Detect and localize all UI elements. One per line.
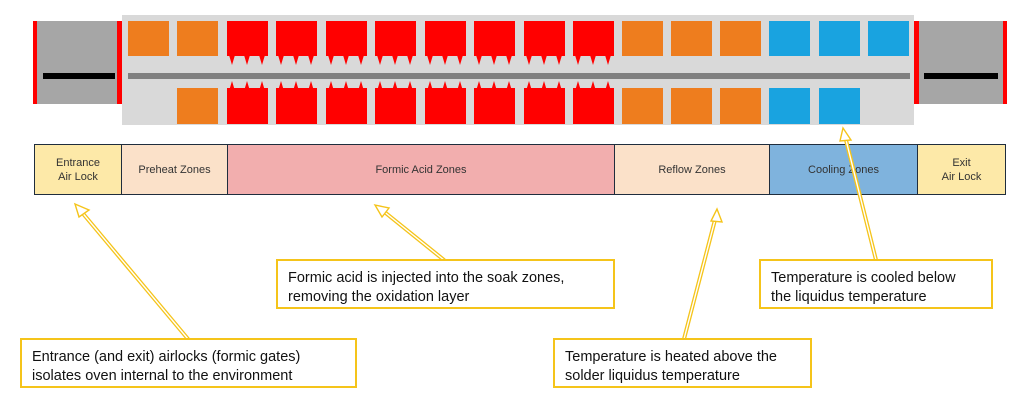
formic-injection-arrows-up (278, 81, 314, 91)
formic-injection-arrows-up (526, 81, 562, 91)
cooling-unit-top (819, 21, 860, 56)
arrowhead-airlock (73, 202, 91, 219)
preheat-heater-top (128, 21, 169, 56)
preheat-heater-bottom (177, 88, 218, 124)
cooling-unit-bottom (769, 88, 810, 124)
callout-airlock-line1: Entrance (and exit) airlocks (formic gat… (32, 349, 301, 365)
formic-injection-arrows-down (476, 55, 512, 65)
callout-cooling-line2: the liquidus temperature (771, 289, 927, 305)
zone-exit-air-lock: Exit Air Lock (917, 144, 1006, 195)
callout-reflow-line2: solder liquidus temperature (565, 368, 740, 384)
callout-formic-line2: removing the oxidation layer (288, 289, 470, 305)
exit-air-lock-chamber (919, 21, 1003, 104)
entrance-conveyor-bar (43, 73, 115, 79)
entrance-air-lock-chamber (37, 21, 117, 104)
formic-injection-arrows-down (377, 55, 413, 65)
formic-heater-top (227, 21, 268, 56)
formic-injection-arrows-down (575, 55, 611, 65)
formic-heater-top (425, 21, 466, 56)
cooling-unit-top (769, 21, 810, 56)
cooling-unit-bottom (819, 88, 860, 124)
reflow-heater-bottom (720, 88, 761, 124)
formic-heater-bottom (573, 88, 614, 124)
formic-injection-arrows-up (328, 81, 364, 91)
formic-heater-bottom (425, 88, 466, 124)
formic-heater-top (276, 21, 317, 56)
callout-reflow-line1: Temperature is heated above the (565, 349, 777, 365)
callout-airlock-line2: isolates oven internal to the environmen… (32, 368, 293, 384)
formic-heater-bottom (326, 88, 367, 124)
formic-heater-top (573, 21, 614, 56)
formic-injection-arrows-up (427, 81, 463, 91)
formic-injection-arrows-up (476, 81, 512, 91)
formic-injection-arrows-down (278, 55, 314, 65)
oven-diagram (0, 0, 1024, 130)
formic-injection-arrows-up (575, 81, 611, 91)
reflow-heater-bottom (622, 88, 663, 124)
formic-heater-top (524, 21, 565, 56)
formic-injection-arrows-down (526, 55, 562, 65)
formic-heater-bottom (276, 88, 317, 124)
exit-gate (914, 21, 919, 104)
formic-heater-bottom (375, 88, 416, 124)
callout-formic-acid: Formic acid is injected into the soak zo… (276, 259, 615, 309)
entrance-outer-edge (33, 21, 37, 104)
formic-heater-bottom (474, 88, 515, 124)
formic-injection-arrows-down (229, 55, 265, 65)
formic-heater-bottom (227, 88, 268, 124)
formic-injection-arrows-down (328, 55, 364, 65)
zone-reflow: Reflow Zones (614, 144, 770, 195)
entrance-gate (117, 21, 122, 104)
reflow-heater-top (671, 21, 712, 56)
formic-heater-top (474, 21, 515, 56)
formic-injection-arrows-down (427, 55, 463, 65)
callout-reflow: Temperature is heated above the solder l… (553, 338, 812, 388)
callout-cooling: Temperature is cooled below the liquidus… (759, 259, 993, 309)
callout-cooling-line1: Temperature is cooled below (771, 270, 956, 286)
reflow-heater-top (622, 21, 663, 56)
callout-formic-line1: Formic acid is injected into the soak zo… (288, 270, 565, 286)
formic-injection-arrows-up (377, 81, 413, 91)
zone-entrance-air-lock: Entrance Air Lock (34, 144, 122, 195)
preheat-heater-top (177, 21, 218, 56)
cooling-unit-top (868, 21, 909, 56)
exit-conveyor-bar (924, 73, 998, 79)
arrowhead-reflow (709, 207, 724, 223)
reflow-heater-bottom (671, 88, 712, 124)
conveyor-belt (128, 73, 910, 79)
reflow-heater-top (720, 21, 761, 56)
arrowhead-formic (373, 203, 391, 219)
formic-injection-arrows-up (229, 81, 265, 91)
formic-heater-top (326, 21, 367, 56)
callout-airlock: Entrance (and exit) airlocks (formic gat… (20, 338, 357, 388)
formic-heater-top (375, 21, 416, 56)
formic-heater-bottom (524, 88, 565, 124)
exit-outer-edge (1003, 21, 1007, 104)
arrowhead-cooling (839, 126, 853, 142)
zone-formic-acid: Formic Acid Zones (227, 144, 615, 195)
